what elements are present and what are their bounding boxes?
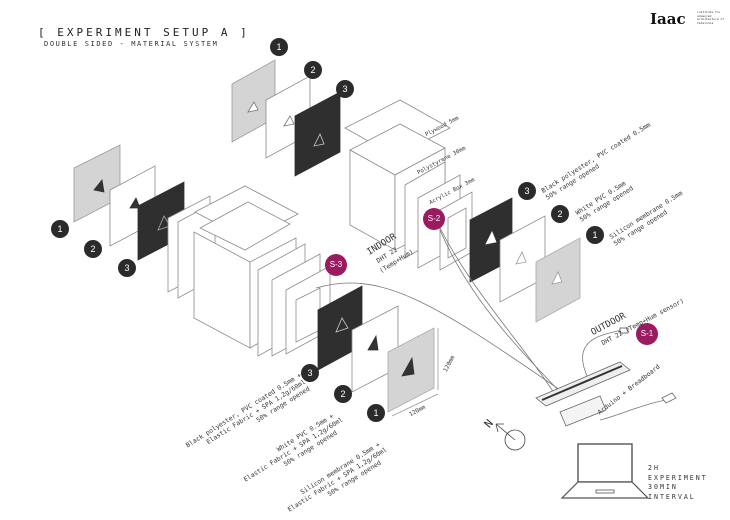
sensor-s3: S-3: [325, 254, 347, 276]
laptop-screen: [577, 443, 633, 483]
experiment-interval-value: 30MIN: [648, 483, 678, 491]
experiment-info: 2H EXPERIMENT 30MIN INTERVAL: [648, 464, 708, 502]
experiment-duration: 2H: [648, 464, 660, 472]
experiment-label: EXPERIMENT: [648, 473, 708, 482]
badge-left-2: 2: [84, 240, 102, 258]
badge-bottom-2: 2: [334, 385, 352, 403]
logo-subtitle: institute for advanced architecture of C…: [697, 10, 725, 25]
left-box-side: [193, 231, 251, 349]
badge-bottom-3: 3: [301, 364, 319, 382]
sensor-s1: S-1: [636, 323, 658, 345]
arduino-board: [559, 395, 607, 427]
diagram-title: [ EXPERIMENT SETUP A ]: [38, 26, 250, 39]
badge-right-2: 2: [551, 205, 569, 223]
experiment-interval-label: INTERVAL: [648, 492, 696, 501]
badge-right-1: 1: [586, 226, 604, 244]
badge-bottom-1: 1: [367, 404, 385, 422]
badge-top-1: 1: [270, 38, 288, 56]
top-panel-3-dark: [294, 91, 341, 177]
badge-top-2: 2: [304, 61, 322, 79]
badge-left-1: 1: [51, 220, 69, 238]
iaac-logo: Iaac: [650, 10, 686, 28]
sensor-s2: S-2: [423, 208, 445, 230]
badge-right-3: 3: [518, 182, 536, 200]
badge-top-3: 3: [336, 80, 354, 98]
badge-left-3: 3: [118, 259, 136, 277]
diagram-subtitle: DOUBLE SIDED - MATERIAL SYSTEM: [44, 40, 219, 48]
